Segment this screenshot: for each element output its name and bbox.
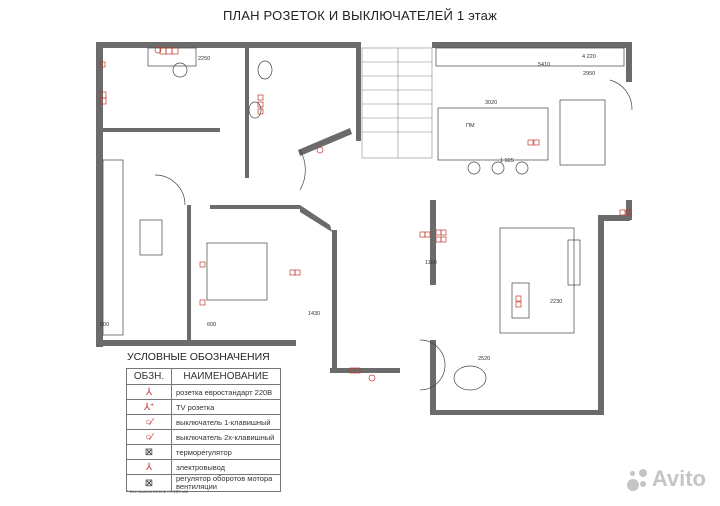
wall-bedroom-top — [210, 205, 300, 209]
wall-right-top — [626, 42, 632, 82]
wall-right-low — [598, 215, 604, 415]
bed — [206, 242, 268, 301]
dim-label: 600 — [207, 322, 216, 328]
toilet — [257, 60, 273, 80]
sink — [248, 101, 262, 119]
legend-row: ○⁄выключатель 1-клавишный — [126, 414, 281, 430]
wall-bath-diagonal — [298, 128, 352, 156]
wall-corridor — [100, 128, 220, 132]
legend-item-name: выключатель 2х-клавишный — [171, 429, 281, 445]
coffee-table — [511, 282, 530, 319]
wall-bedroom-diagonal — [300, 205, 332, 232]
tv-socket-icon: ⅄ᐩ — [126, 399, 172, 415]
electrical-outlet-icon: ⅄ — [126, 459, 172, 475]
wall-wc-left — [245, 46, 249, 178]
dim-label: 1 025 — [500, 158, 514, 164]
walls — [96, 42, 632, 415]
furniture — [102, 47, 633, 391]
euro-socket-icon: ⅄ — [126, 384, 172, 400]
wall-right-step — [598, 215, 630, 221]
wall-bedroom-left — [187, 205, 191, 340]
dim-label: 2520 — [478, 356, 490, 362]
thermostat-icon: ⊠ — [126, 444, 172, 460]
dim-label: 1160 — [425, 260, 437, 266]
legend-row: ⅄электровывод — [126, 459, 281, 475]
wall-bedroom-right — [332, 230, 337, 370]
dim-label: 3020 — [485, 100, 497, 106]
dining-table — [559, 99, 606, 166]
legend-note: * все выключатели Н=900 мм — [127, 489, 189, 494]
electrical-symbols — [99, 46, 632, 382]
legend-row: ⊠регулятор оборотов мотора вентиляции — [126, 474, 281, 492]
dim-label: 1430 — [308, 311, 320, 317]
wall-top-right — [432, 42, 632, 48]
dim-label: ПМ — [466, 123, 475, 129]
dim-label: 500 — [100, 322, 109, 328]
watermark-text: Avito — [651, 466, 706, 491]
kitchen-counter — [435, 47, 625, 67]
legend-item-name: TV розетка — [171, 399, 281, 415]
legend-item-name: электровывод — [171, 459, 281, 475]
wall-left — [96, 42, 103, 347]
legend-title: УСЛОВНЫЕ ОБОЗНАЧЕНИЯ — [127, 351, 270, 363]
living-table — [139, 219, 163, 256]
legend-item-name: терморегулятор — [171, 444, 281, 460]
dim-label: 2230 — [550, 299, 562, 305]
wall-living-left-low — [430, 340, 436, 415]
legend-item-name: регулятор оборотов мотора вентиляции — [171, 474, 281, 492]
dim-label: 4 220 — [582, 54, 596, 60]
ottoman — [453, 365, 487, 391]
legend-col-name: НАИМЕНОВАНИЕ — [171, 368, 281, 385]
wall-hall-bottom — [330, 368, 400, 373]
wardrobe — [102, 159, 124, 336]
dim-label: 5410 — [538, 62, 550, 68]
sofa — [499, 227, 575, 334]
switch-1-icon: ○⁄ — [126, 414, 172, 430]
door-arc — [299, 149, 306, 191]
switch-2-icon: ○⁄ — [126, 429, 172, 445]
wall-bottom-left — [96, 340, 296, 346]
wall-wc-right — [356, 46, 361, 141]
legend-row: ⊠терморегулятор — [126, 444, 281, 460]
dimension-labels: 4 220 5410 2950 3020 1 025 ПМ 1160 1430 … — [100, 54, 596, 362]
dim-label: 2250 — [198, 56, 210, 62]
dim-label: 2950 — [583, 71, 595, 77]
plan-title: ПЛАН РОЗЕТОК И ВЫКЛЮЧАТЕЛЕЙ 1 этаж — [223, 8, 497, 23]
kitchen-island — [437, 107, 549, 161]
legend-table: ОБЗН. НАИМЕНОВАНИЕ ⅄розетка евростандарт… — [126, 368, 281, 492]
avito-watermark: Avito — [626, 466, 706, 492]
wall-living-bottom — [430, 410, 602, 415]
wall-living-left — [430, 200, 436, 285]
legend-col-symbol: ОБЗН. — [126, 368, 172, 385]
legend-row: ○⁄выключатель 2х-клавишный — [126, 429, 281, 445]
staircase — [361, 47, 433, 159]
legend-item-name: розетка евростандарт 220В — [171, 384, 281, 400]
radiator — [567, 239, 581, 286]
legend-row: ⅄розетка евростандарт 220В — [126, 384, 281, 400]
legend-item-name: выключатель 1-клавишный — [171, 414, 281, 430]
wall-top-left — [96, 42, 361, 48]
avito-logo-icon — [626, 469, 649, 492]
